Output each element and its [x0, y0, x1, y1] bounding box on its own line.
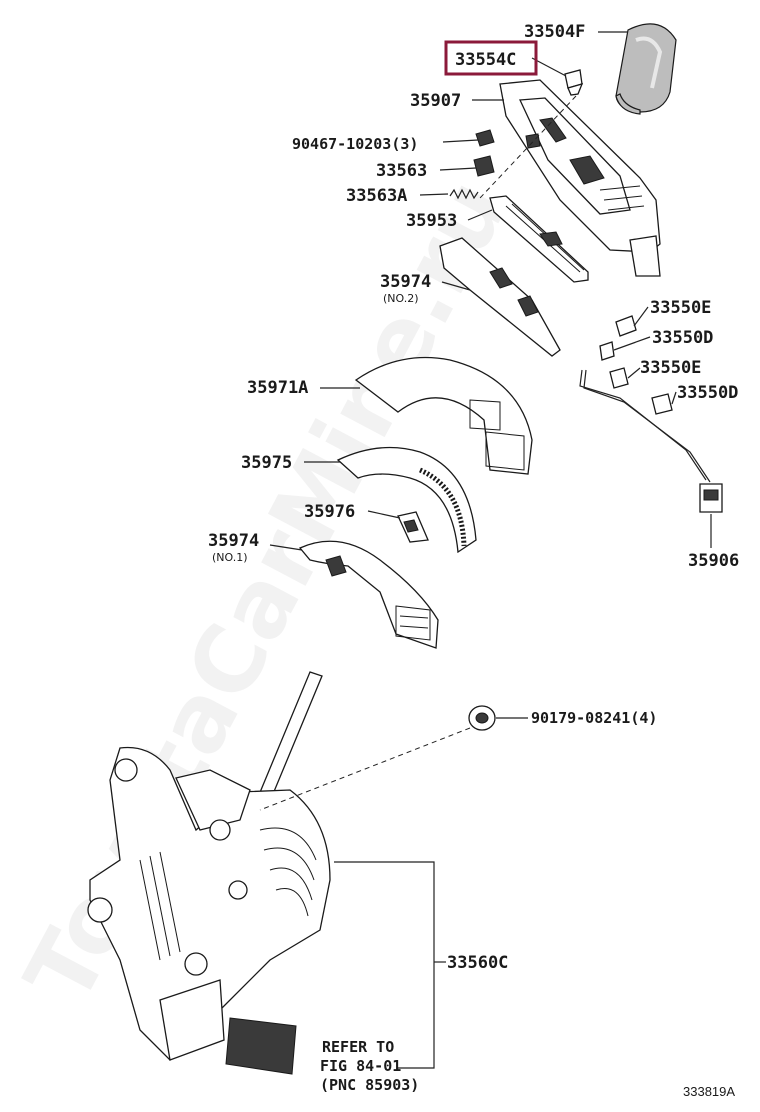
- shift-knob-part[interactable]: [615, 23, 677, 115]
- clip-part-33554c[interactable]: [564, 69, 584, 96]
- callout-35975[interactable]: 35975: [241, 453, 292, 473]
- highlight-box: [444, 40, 538, 76]
- callout-35971a[interactable]: 35971A: [247, 378, 308, 398]
- plunger-part-33563[interactable]: [473, 155, 495, 177]
- slide-plate-part[interactable]: [489, 195, 589, 283]
- refer-note-line1: REFER TO: [322, 1038, 394, 1056]
- callout-33563a[interactable]: 33563A: [346, 186, 407, 206]
- refer-note-line3: (PNC 85903): [320, 1076, 419, 1094]
- callout-90467[interactable]: 90467-10203(3): [292, 135, 418, 153]
- callout-33504f[interactable]: 33504F: [524, 22, 585, 42]
- callout-33550e-1[interactable]: 33550E: [650, 298, 711, 318]
- callout-35974-no1-sub: (NO.1): [212, 551, 248, 564]
- callout-35907[interactable]: 35907: [410, 91, 461, 111]
- callout-33550d-2[interactable]: 33550D: [677, 383, 738, 403]
- indicator-housing-part[interactable]: [499, 79, 661, 277]
- curved-cover-part[interactable]: [354, 356, 533, 475]
- callout-35974-no1[interactable]: 35974: [208, 531, 259, 551]
- callout-35974-no2-sub: (NO.2): [383, 292, 419, 305]
- callout-33550e-2[interactable]: 33550E: [640, 358, 701, 378]
- sector-plate-part[interactable]: [336, 446, 477, 554]
- callout-35953[interactable]: 35953: [406, 211, 457, 231]
- shift-lever-assembly-part[interactable]: [87, 671, 331, 1075]
- callout-35976[interactable]: 35976: [304, 502, 355, 522]
- leader-lines: [259, 31, 712, 1069]
- callout-33550d-1[interactable]: 33550D: [652, 328, 713, 348]
- small-plate-part[interactable]: [397, 511, 429, 543]
- bulb-socket-parts[interactable]: [579, 315, 723, 513]
- callout-90179[interactable]: 90179-08241(4): [531, 709, 657, 727]
- spring-part-33563a[interactable]: [449, 188, 479, 200]
- refer-note-line2[interactable]: FIG 84-01: [320, 1057, 401, 1075]
- callout-35906[interactable]: 35906: [688, 551, 739, 571]
- figure-code: 333819A: [683, 1084, 735, 1099]
- callout-35974-no2[interactable]: 35974: [380, 272, 431, 292]
- callout-33554c[interactable]: 33554C: [455, 50, 516, 70]
- callout-33560c[interactable]: 33560C: [447, 953, 508, 973]
- plate-part-35974-no1[interactable]: [298, 540, 439, 649]
- nut-part-90179[interactable]: [468, 705, 496, 731]
- plate-part-35974-no2[interactable]: [439, 237, 561, 357]
- callout-labels: 33504F 33554C 35907 90467-10203(3) 33563…: [208, 22, 739, 1099]
- callout-33563[interactable]: 33563: [376, 161, 427, 181]
